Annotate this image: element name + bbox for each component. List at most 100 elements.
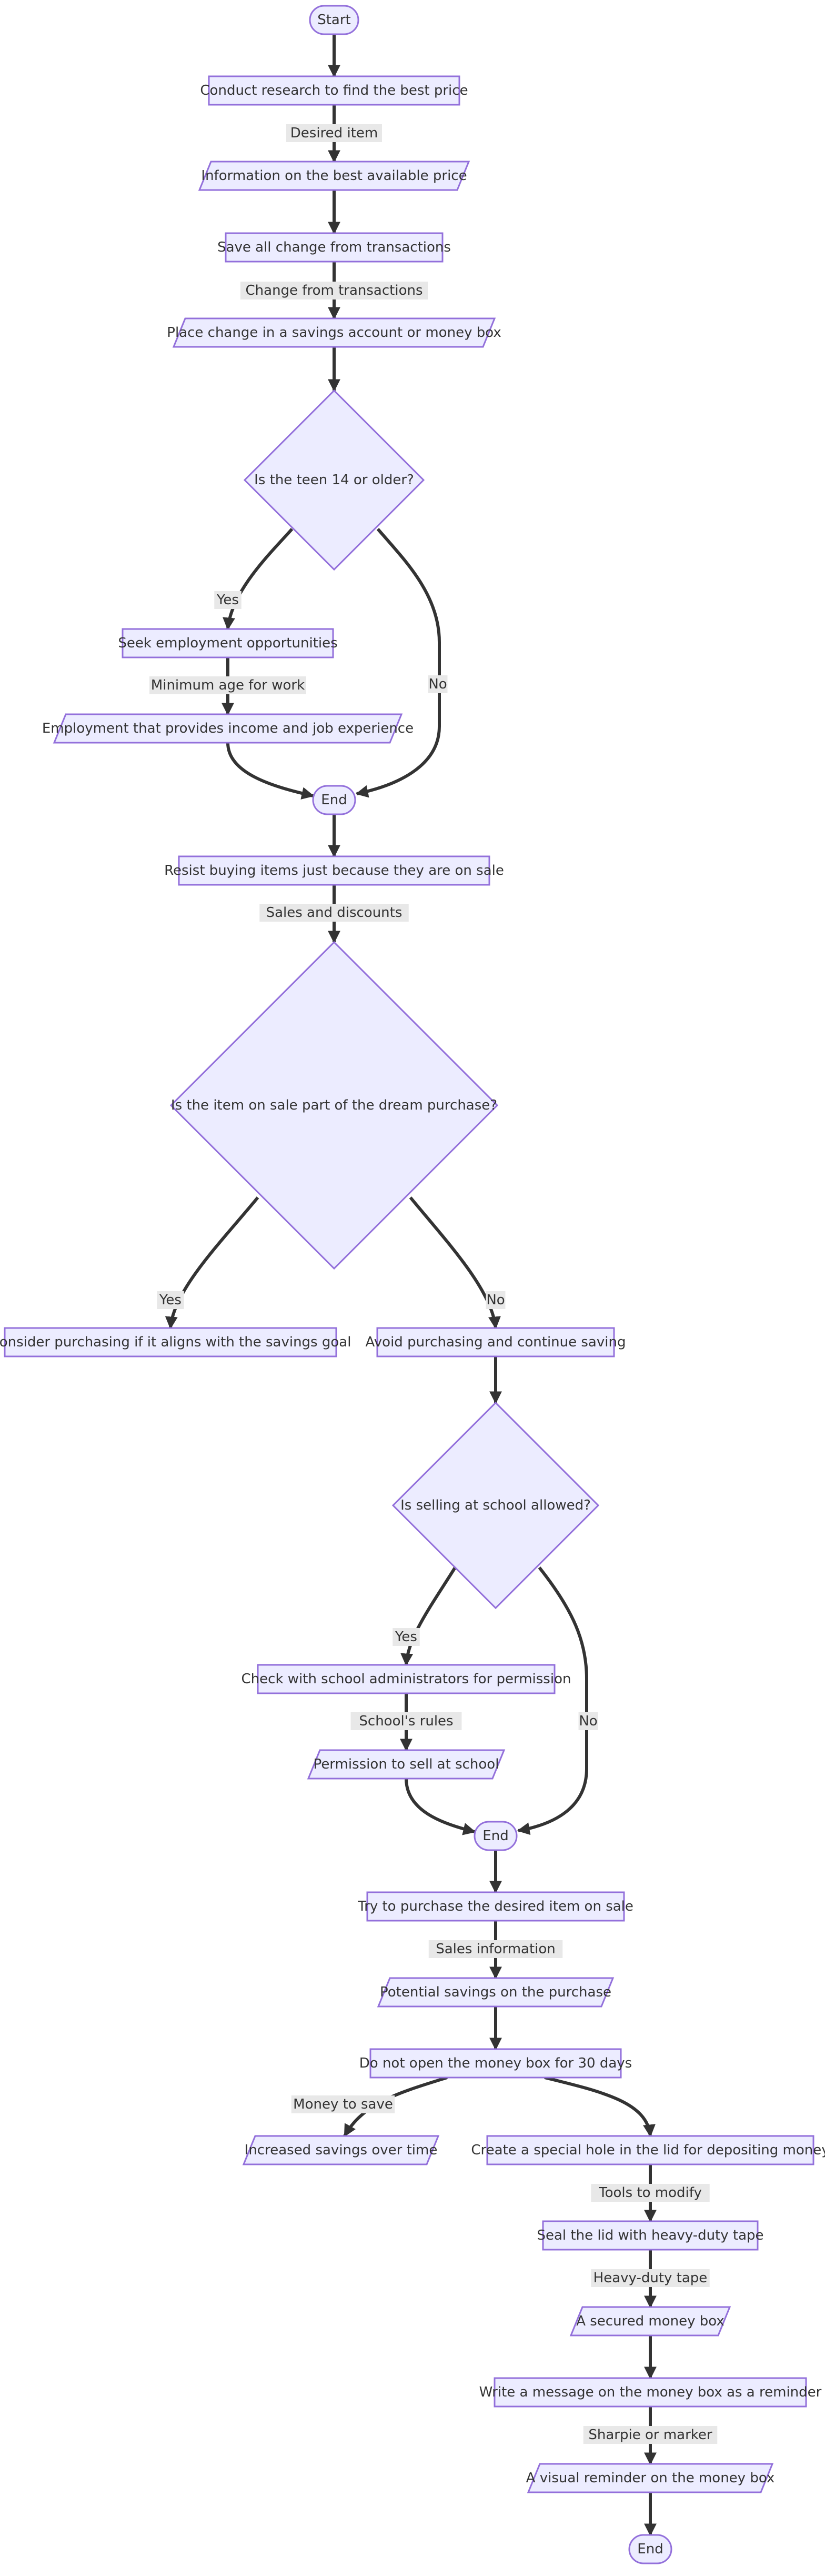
edge-label-seek_job-to-employment: Minimum age for work — [149, 676, 306, 694]
node-permission-label: Permission to sell at school — [314, 1756, 499, 1772]
edge-label-no_open-to-increased: Money to save — [291, 2095, 395, 2113]
edge-label-text: Change from transactions — [246, 283, 423, 298]
node-check_admin-shape — [257, 1664, 556, 1694]
node-try_purchase: Try to purchase the desired item on sale — [357, 1891, 633, 1922]
node-avoid-shape — [376, 1327, 615, 1357]
node-teen14-label: Is the teen 14 or older? — [254, 472, 414, 488]
node-seal: Seal the lid with heavy-duty tape — [537, 2220, 764, 2251]
edge-label-text: Yes — [395, 1629, 417, 1645]
edge-teen14-to-end1 — [355, 528, 441, 798]
node-secured-label: A secured money box — [576, 2313, 725, 2329]
node-place_change-shape — [172, 317, 496, 348]
edge-label-message-to-visual: Sharpie or marker — [583, 2426, 718, 2444]
node-save_change: Save all change from transactions — [217, 232, 451, 263]
edge-label-text: Minimum age for work — [151, 677, 305, 693]
edge-label-background — [240, 282, 428, 299]
edge-dream-to-consider — [165, 1196, 259, 1330]
edge-label-text: No — [486, 1292, 505, 1308]
edge-label-text: Heavy-duty tape — [593, 2270, 708, 2286]
node-consider-label: Consider purchasing if it aligns with th… — [0, 1334, 351, 1350]
node-selling-shape — [391, 1401, 600, 1610]
node-no_open: Do not open the money box for 30 days — [359, 2048, 632, 2079]
node-consider: Consider purchasing if it aligns with th… — [0, 1327, 351, 1357]
node-dream-label: Is the item on sale part of the dream pu… — [171, 1097, 497, 1113]
node-secured: A secured money box — [569, 2306, 731, 2337]
edge-label-background — [286, 124, 382, 142]
edge-label-text: School's rules — [359, 1713, 453, 1729]
node-increased: Increased savings over time — [242, 2135, 440, 2165]
edge-label-special_hole-to-seal: Tools to modify — [591, 2184, 710, 2202]
edge-label-background — [591, 2269, 710, 2287]
node-no_open-label: Do not open the money box for 30 days — [359, 2055, 632, 2071]
node-special_hole: Create a special hole in the lid for dep… — [471, 2135, 825, 2165]
node-resist: Resist buying items just because they ar… — [164, 855, 504, 886]
edge-label-background — [149, 676, 306, 694]
edge-label-text: Tools to modify — [598, 2185, 702, 2201]
edge-label-text: No — [579, 1713, 597, 1729]
node-check_admin: Check with school administrators for per… — [242, 1664, 571, 1694]
edge-label-background — [428, 675, 448, 693]
node-try_purchase-label: Try to purchase the desired item on sale — [357, 1899, 633, 1914]
node-info_price-label: Information on the best available price — [201, 168, 467, 184]
edge-label-text: Sales information — [436, 1941, 556, 1957]
node-end1: End — [312, 785, 356, 815]
edge-label-try_purchase-to-potential: Sales information — [428, 1940, 563, 1958]
edge-label-seal-to-secured: Heavy-duty tape — [591, 2269, 710, 2287]
edge-label-text: Desired item — [290, 125, 378, 141]
node-check_admin-label: Check with school administrators for per… — [242, 1671, 571, 1687]
node-visual-label: A visual reminder on the money box — [526, 2470, 775, 2486]
node-special_hole-shape — [486, 2135, 814, 2165]
node-avoid-label: Avoid purchasing and continue saving — [366, 1334, 626, 1350]
node-end2-label: End — [482, 1828, 508, 1844]
node-place_change-label: Place change in a savings account or mon… — [167, 325, 501, 341]
node-special_hole-label: Create a special hole in the lid for dep… — [471, 2142, 825, 2158]
node-save_change-shape — [225, 232, 444, 263]
node-consider-shape — [4, 1327, 337, 1357]
node-potential-shape — [377, 1977, 615, 2008]
node-increased-shape — [242, 2135, 440, 2165]
node-end1-label: End — [321, 792, 347, 808]
edge-label-text: Sharpie or marker — [588, 2427, 712, 2443]
node-employment-label: Employment that provides income and job … — [42, 721, 414, 736]
node-end3-label: End — [637, 2541, 663, 2557]
edge-selling-to-check_admin — [400, 1566, 457, 1666]
edge-selling-to-end2 — [517, 1566, 588, 1835]
edge-label-text: Yes — [216, 592, 239, 608]
node-end3: End — [628, 2534, 672, 2564]
node-start: Start — [309, 5, 359, 35]
edge-teen14-to-seek_job — [223, 528, 294, 631]
node-increased-label: Increased savings over time — [245, 2142, 438, 2158]
edge-label-text: Yes — [159, 1292, 182, 1308]
node-end2: End — [474, 1821, 518, 1851]
node-try_purchase-shape — [366, 1891, 625, 1922]
edge-label-dream-to-avoid: No — [486, 1291, 506, 1309]
node-seek_job-shape — [122, 628, 334, 658]
node-seek_job: Seek employment opportunities — [118, 628, 338, 658]
node-message: Write a message on the money box as a re… — [479, 2377, 822, 2408]
node-save_change-label: Save all change from transactions — [217, 239, 451, 255]
node-dream-shape — [169, 941, 499, 1270]
node-start-shape — [309, 5, 359, 35]
node-potential: Potential savings on the purchase — [377, 1977, 615, 2008]
edge-label-background — [591, 2184, 710, 2202]
node-avoid: Avoid purchasing and continue saving — [366, 1327, 626, 1357]
node-secured-shape — [569, 2306, 731, 2337]
node-no_open-shape — [369, 2048, 622, 2079]
edge-label-text: Sales and discounts — [266, 905, 403, 921]
edge-label-teen14-to-seek_job: Yes — [214, 591, 242, 609]
node-selling: Is selling at school allowed? — [391, 1401, 600, 1610]
edge-label-dream-to-consider: Yes — [157, 1291, 184, 1309]
edge-label-research-to-info_price: Desired item — [286, 124, 382, 142]
edge-label-resist-to-dream: Sales and discounts — [259, 904, 409, 922]
node-permission: Permission to sell at school — [307, 1749, 506, 1780]
edge-label-background — [259, 904, 409, 922]
edge-label-text: Money to save — [293, 2096, 393, 2112]
node-info_price-shape — [198, 161, 470, 191]
edge-no_open-to-special_hole — [544, 2076, 656, 2138]
edge-permission-to-end2 — [405, 1778, 476, 1835]
node-employment-shape — [53, 713, 403, 744]
edge-label-text: No — [428, 676, 447, 692]
edge-label-teen14-to-end1: No — [428, 675, 448, 693]
edge-label-background — [578, 1712, 598, 1730]
